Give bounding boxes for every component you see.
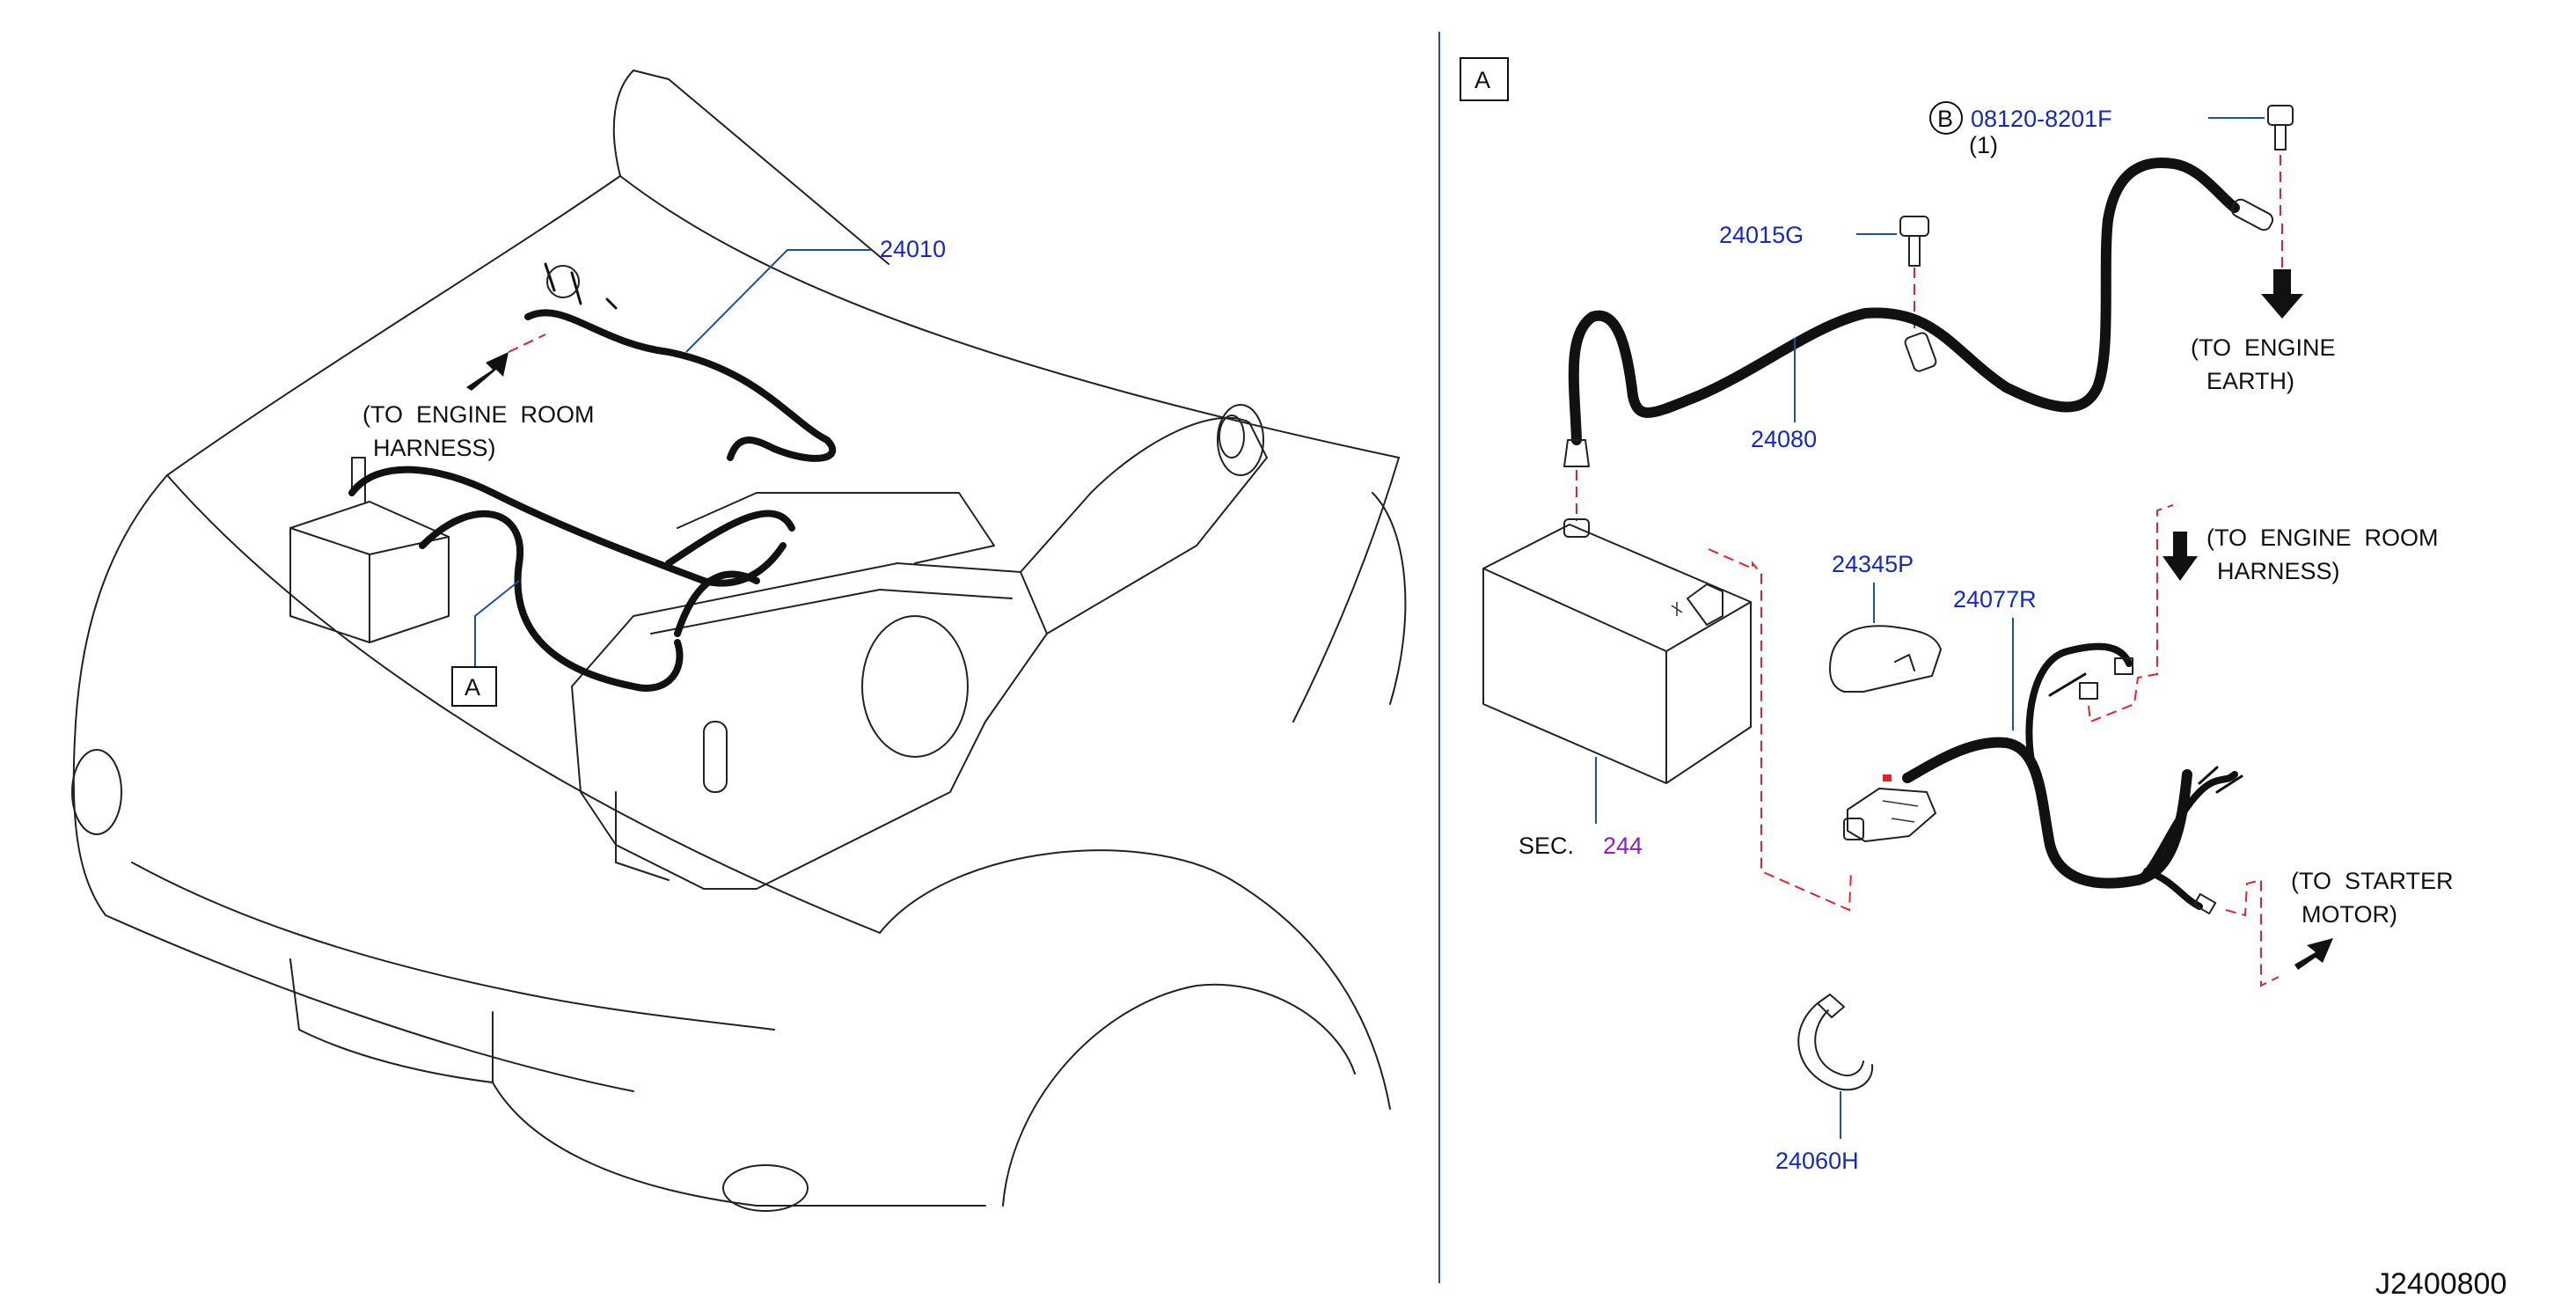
wheel-tire — [1002, 983, 1356, 1207]
fog-lamp-left — [71, 749, 122, 835]
view-a-title: A — [1475, 67, 1490, 93]
wheel-arch — [879, 849, 1391, 1110]
callout-battery-cable: 24077R — [1953, 586, 2037, 613]
ground-cable-battery-end — [1563, 439, 1590, 467]
vehicle-overview: 24010 (TO ENGINE ROOM HARNESS) A — [71, 70, 1407, 1212]
battery-cable-starter-lug — [2192, 892, 2217, 915]
ground-cable — [1568, 158, 2240, 445]
battery-clamp-terminal — [1843, 774, 1936, 842]
grille-top — [166, 474, 881, 934]
callout-24010: 24010 — [880, 236, 946, 262]
fender-top — [166, 175, 621, 476]
note-engine-room-right-line1: (TO ENGINE ROOM — [2206, 525, 2439, 551]
battery-cable-connector-1 — [2079, 682, 2098, 700]
callout-clip: 24015G — [1719, 222, 1804, 248]
bumper-recess — [289, 958, 494, 1083]
callout-ground-cable: 24080 — [1751, 426, 1817, 452]
arrow-to-engine-room-left — [466, 352, 509, 391]
note-engine-earth-line1: (TO ENGINE — [2191, 334, 2336, 361]
note-engine-room-line1: (TO ENGINE ROOM — [362, 401, 595, 428]
bolt-ref-letter: B — [1937, 106, 1953, 132]
callout-bolt-qty: (1) — [1969, 132, 1998, 158]
sec-label: SEC. — [1519, 833, 1574, 859]
harness-overview — [348, 262, 837, 692]
detail-view-a: A B 08120-8201F (1) 24015G 24080 (TO E — [1460, 57, 2454, 1174]
leader-24010 — [685, 249, 871, 353]
clip-icon — [1899, 216, 1929, 267]
bolt-ref-circle — [1929, 101, 1963, 135]
battery-detail — [1482, 518, 1752, 784]
note-engine-room-line2: HARNESS) — [373, 435, 496, 461]
sec-number: 244 — [1603, 833, 1643, 859]
callout-terminal-cover: 24345P — [1832, 551, 1914, 577]
note-starter-line1: (TO STARTER — [2291, 868, 2454, 894]
ground-cable-terminal — [2230, 198, 2274, 231]
ground-cable-clip — [1904, 332, 1937, 372]
note-engine-room-right-line2: HARNESS) — [2217, 558, 2340, 584]
cable-clamp — [1797, 994, 1874, 1091]
drawing-number: J2400800 — [2375, 1267, 2506, 1301]
body-left — [72, 474, 168, 916]
arrow-to-starter — [2294, 938, 2333, 970]
note-starter-line2: MOTOR) — [2302, 901, 2397, 928]
battery-cable — [1902, 737, 2192, 889]
leader-view-a — [474, 580, 520, 669]
bolt-icon — [2267, 105, 2294, 150]
hood-outline — [612, 70, 1400, 459]
callout-clamp: 24060H — [1775, 1148, 1859, 1174]
arrow-to-engine-earth — [2261, 269, 2303, 319]
view-a-label-left: A — [465, 674, 480, 701]
battery-cable-connector-2 — [2114, 657, 2133, 675]
view-a-box — [1460, 57, 1509, 101]
fender-right-2 — [1372, 492, 1407, 705]
bumper-lower — [131, 862, 775, 1031]
engine-block — [571, 404, 1268, 890]
callout-bolt: 08120-8201F — [1971, 106, 2112, 132]
fender-right — [1292, 457, 1400, 723]
fog-lamp-right — [722, 1164, 809, 1212]
arrow-to-engine-room-right — [2163, 532, 2198, 581]
note-engine-earth-line2: EARTH) — [2206, 368, 2294, 394]
bumper-top — [105, 914, 634, 1092]
view-a-box-left — [451, 666, 497, 707]
under-bumper — [492, 1082, 986, 1207]
terminal-cover — [1829, 625, 1942, 693]
windshield-edge — [633, 70, 889, 265]
